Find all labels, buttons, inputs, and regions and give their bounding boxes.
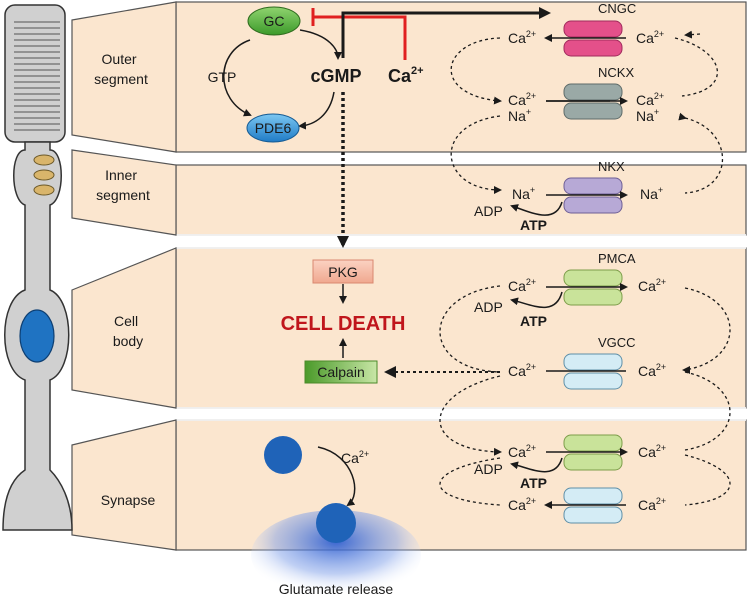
cell-body-label: Cell body	[113, 313, 143, 349]
nckx-label: NCKX	[598, 65, 634, 80]
recycling-loops	[439, 30, 731, 506]
svg-text:Ca2+: Ca2+	[638, 277, 666, 294]
svg-text:Na+: Na+	[640, 185, 663, 202]
inner-segment-trapezoid	[71, 149, 177, 236]
pkg-box	[312, 259, 374, 284]
svg-text:Na+: Na+	[636, 107, 659, 124]
svg-text:ATP: ATP	[520, 217, 547, 233]
svg-text:ADP: ADP	[474, 461, 503, 477]
calpain-box	[304, 360, 378, 384]
outer-segment-label: Outer segment	[94, 51, 148, 87]
svg-text:ATP: ATP	[520, 313, 547, 329]
svg-text:Ca2+: Ca2+	[508, 443, 536, 460]
cngc-channel	[563, 20, 623, 57]
ion-labels: Ca2+ Ca2+ Ca2+ Na+ Ca2+ Na+ Na+ Na+ ADP …	[474, 29, 666, 513]
nkx-channel	[563, 177, 623, 214]
svg-text:Ca2+: Ca2+	[638, 496, 666, 513]
gtp-label: GTP	[208, 69, 237, 85]
svg-text:Na+: Na+	[512, 185, 535, 202]
svg-text:Ca2+: Ca2+	[508, 277, 536, 294]
cell-death-label: CELL DEATH	[281, 313, 406, 335]
glutamate-release-label: Glutamate release	[279, 581, 394, 597]
synapse-vgcc-channel	[563, 487, 623, 524]
svg-text:Ca2+: Ca2+	[508, 91, 536, 108]
synapse-trapezoid	[71, 419, 177, 551]
svg-text:Ca2+: Ca2+	[636, 29, 664, 46]
pkg-label: PKG	[328, 264, 358, 280]
cell-death-pathway: PKG CELL DEATH Calpain	[281, 259, 500, 384]
svg-text:Ca2+: Ca2+	[508, 29, 536, 46]
ion-flows	[544, 34, 628, 509]
calcium-label: Ca2+	[388, 65, 424, 86]
vgcc-channel	[563, 353, 623, 390]
cgmp-cascade: GC GTP cGMP PDE6 Ca2+	[208, 6, 551, 248]
pde6-label: PDE6	[255, 120, 292, 136]
synapse-pmca-channel	[563, 434, 623, 471]
outer-segment-disc-stack	[4, 4, 66, 143]
outer-segment-trapezoid	[71, 1, 177, 153]
mitochondria-icon	[33, 154, 55, 196]
vgcc-label: VGCC	[598, 335, 636, 350]
photoreceptor-cell	[2, 4, 73, 531]
nkx-label: NKX	[598, 159, 625, 174]
svg-text:Ca2+: Ca2+	[638, 362, 666, 379]
glutamate-glow	[251, 510, 421, 599]
nucleus	[19, 309, 55, 363]
compartment-labels: Outer segment Inner segment Cell body Sy…	[71, 1, 177, 551]
synapse-release: Ca2+ Glutamate release	[251, 436, 421, 599]
cell-body-panel	[175, 247, 747, 409]
channels: CNGC NCKX NKX PMCA VGCC	[563, 1, 636, 524]
nckx-channel	[563, 83, 623, 120]
svg-text:Ca2+: Ca2+	[638, 443, 666, 460]
compartment-panels	[175, 1, 747, 551]
released-vesicle-icon	[316, 503, 356, 543]
inner-segment-label: Inner segment	[96, 167, 150, 203]
pmca-channel	[563, 269, 623, 306]
svg-text:ADP: ADP	[474, 299, 503, 315]
svg-text:Ca2+: Ca2+	[508, 496, 536, 513]
svg-text:Na+: Na+	[508, 107, 531, 124]
cngc-label: CNGC	[598, 1, 636, 16]
cgmp-to-cngc-arrow	[341, 7, 551, 58]
synapse-panel	[175, 419, 747, 551]
synapse-label: Synapse	[101, 492, 156, 508]
pde6-enzyme	[246, 113, 300, 143]
cgmp-label: cGMP	[310, 66, 361, 86]
calpain-label: Calpain	[317, 364, 364, 380]
atp-arrows	[510, 201, 563, 473]
svg-text:Ca2+: Ca2+	[636, 91, 664, 108]
pmca-label: PMCA	[598, 251, 636, 266]
svg-text:Ca2+: Ca2+	[508, 362, 536, 379]
gc-enzyme	[247, 6, 301, 36]
svg-text:ATP: ATP	[520, 475, 547, 491]
cell-body-trapezoid	[71, 247, 177, 409]
svg-text:ADP: ADP	[474, 203, 503, 219]
vesicle-icon	[264, 436, 302, 474]
gc-label: GC	[264, 13, 285, 29]
synapse-calcium-label: Ca2+	[341, 449, 369, 466]
